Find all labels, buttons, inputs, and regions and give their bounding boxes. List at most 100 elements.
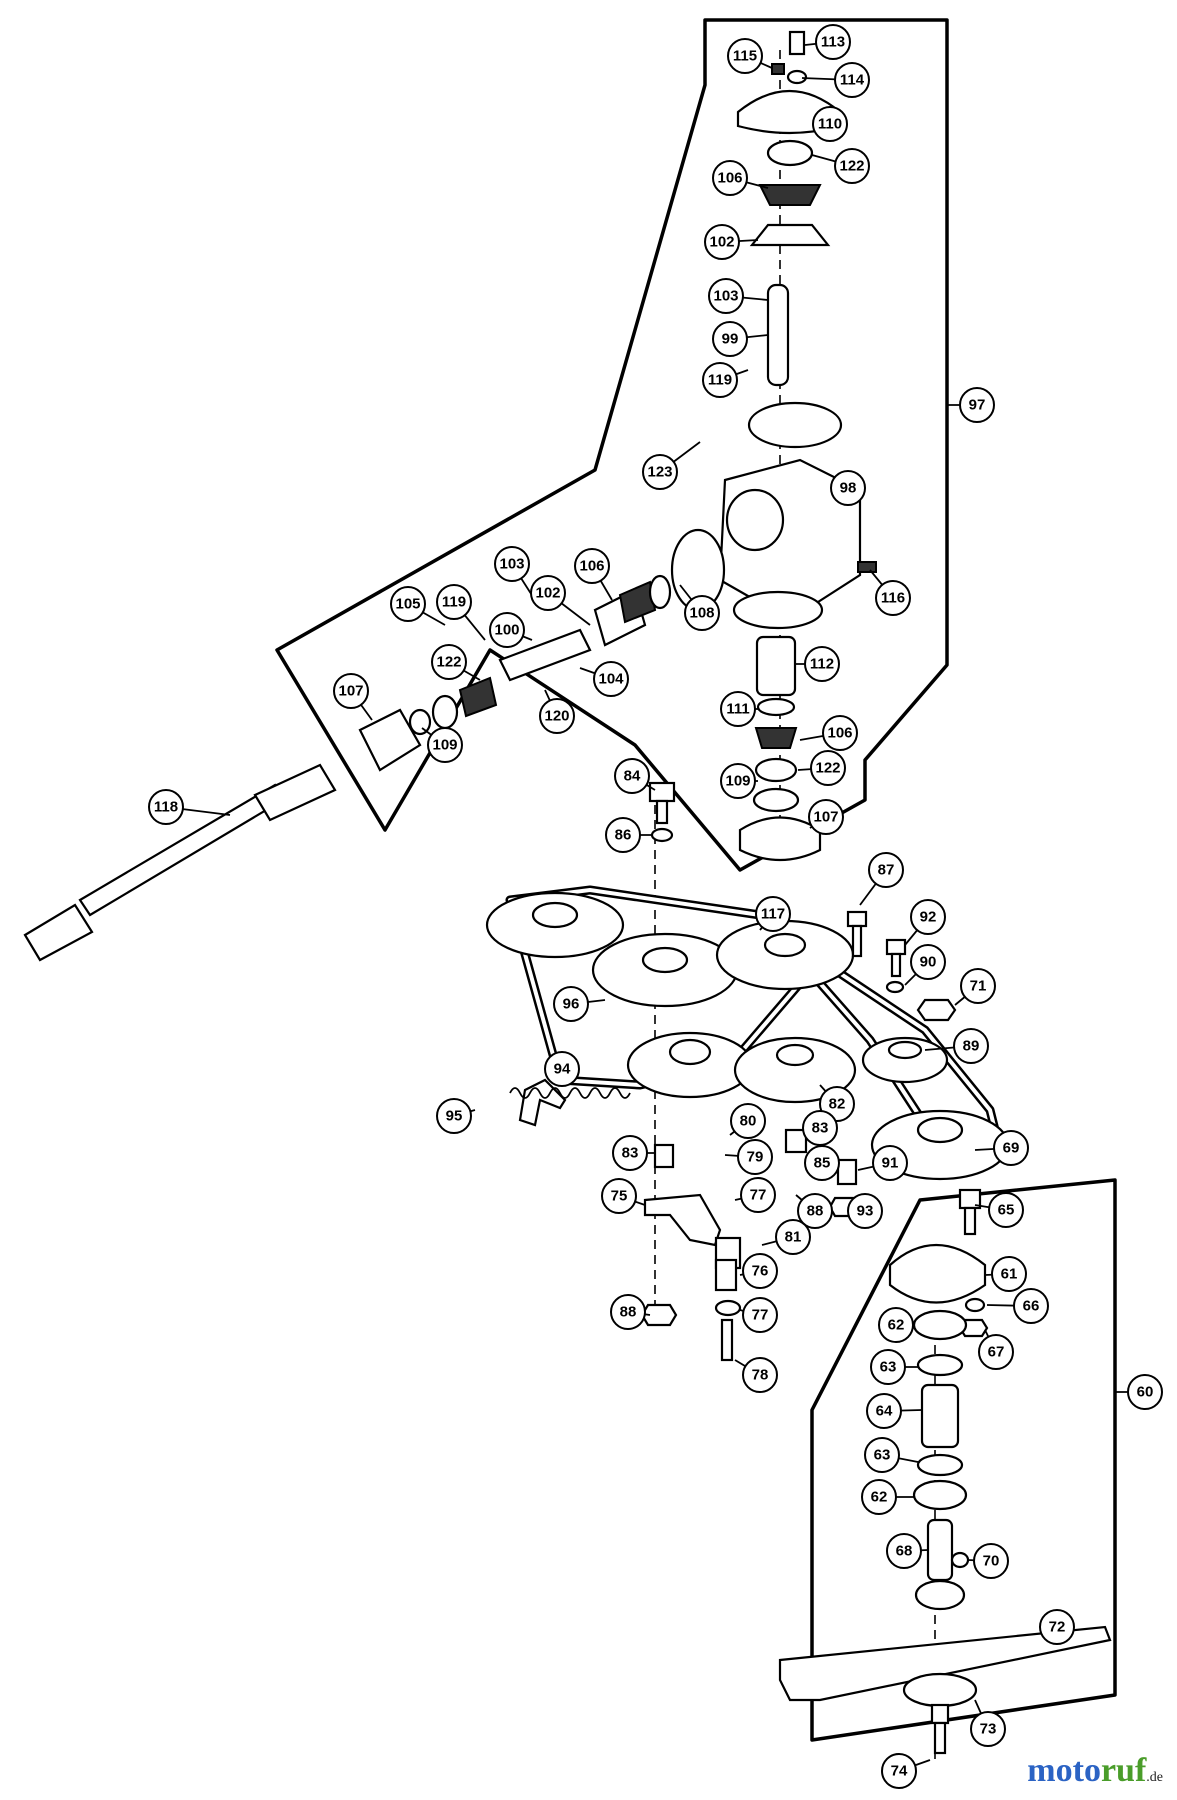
blade-washer-73-part [902,1672,978,1708]
callout-number: 78 [752,1367,769,1384]
callout-circle [431,644,467,680]
callout-label: 77 [740,1177,776,1213]
callout-circle [574,548,610,584]
callout-label: 107 [333,673,369,709]
callout-label: 111 [720,691,756,727]
spindle-group-outline [810,1178,1117,1742]
vertical-shaft-part [766,283,790,387]
spacer-83-part [653,1143,675,1169]
callout-label: 100 [489,612,525,648]
drive-shaft-part [23,763,337,962]
bearing-cone-part [758,184,822,206]
blade-bolt-74-shank [933,1721,947,1755]
callout-circle [886,1533,922,1569]
callout-label: 83 [802,1110,838,1146]
callout-number: 122 [839,158,864,175]
callout-circle [868,852,904,888]
leader-lines [165,41,1145,1772]
callout-circle [704,224,740,260]
callout-circle [610,1294,646,1330]
callout-label: 78 [742,1357,778,1393]
bevel-gear-part [749,223,831,247]
callout-number: 96 [563,996,580,1013]
callout-number: 71 [970,978,987,995]
callout-label: 81 [775,1219,811,1255]
callout-circle [872,1145,908,1181]
callout-number: 123 [647,464,672,481]
callout-circle [712,321,748,357]
callout-number: 85 [814,1155,831,1172]
spacer-91-part [836,1158,858,1186]
callout-circle [727,38,763,74]
bearing-cup-part [766,139,814,167]
callout-label: 114 [834,62,870,98]
callout-label: 88 [797,1193,833,1229]
callout-label: 62 [861,1479,897,1515]
bolt-shank-part [655,799,669,825]
callout-label: 94 [544,1051,580,1087]
callout-number: 83 [812,1120,829,1137]
idler-arm-75-part [643,1193,722,1247]
callout-label: 118 [148,789,184,825]
callout-number: 110 [818,116,842,133]
callout-number: 63 [874,1447,891,1464]
callout-circle [978,1334,1014,1370]
lock-washer-part [650,827,674,843]
callout-label: 76 [742,1253,778,1289]
callout-circle [808,799,844,835]
callout-circle [742,1297,778,1333]
callout-number: 104 [598,671,624,688]
callout-label: 112 [804,646,840,682]
callout-label: 83 [612,1135,648,1171]
callout-circle [148,789,184,825]
bearing-62b-part [912,1479,968,1511]
callout-label: 64 [866,1393,902,1429]
callout-label: 73 [970,1711,1006,1747]
input-shaft-part [498,628,592,682]
callout-number: 117 [761,906,785,923]
gearbox-group-outline [275,18,949,872]
outer-seal-part [408,708,432,736]
callout-circle [742,1357,778,1393]
idler-pulley-hub [887,1040,923,1060]
callout-circle [864,1437,900,1473]
blade-72-part [778,1625,1112,1702]
callout-circle [959,387,995,423]
callout-number: 106 [717,170,742,187]
callout-circle [720,691,756,727]
lower-cap-part [738,816,822,862]
callout-label: 120 [539,698,575,734]
input-cup-part [648,574,672,610]
idler-pulley [861,1036,949,1084]
callout-circle [797,1193,833,1229]
spacer-64-part [920,1383,960,1449]
callout-number: 115 [733,48,757,65]
callout-label: 87 [868,852,904,888]
callout-number: 118 [154,799,178,816]
callout-label: 113 [815,24,851,60]
lower-cone-part [754,727,798,749]
callout-number: 75 [611,1188,628,1205]
callout-number: 91 [882,1155,899,1172]
blade-bolt-74-head [930,1703,950,1725]
callout-label: 62 [878,1307,914,1343]
callout-circle [605,817,641,853]
washer-77-part [714,1299,742,1317]
callout-number: 100 [494,622,519,639]
callout-label: 122 [834,148,870,184]
callout-label: 61 [991,1256,1027,1292]
callout-circle [822,715,858,751]
callout-number: 70 [983,1553,1000,1570]
spindle-parts [888,1188,989,1611]
callout-circle [910,944,946,980]
callout-circle [973,1543,1009,1579]
key-70-part [950,1551,970,1569]
callout-label: 106 [712,160,748,196]
callout-number: 103 [713,288,738,305]
sleeve-76-part [714,1258,738,1292]
callout-number: 68 [896,1543,913,1560]
callout-circle [333,673,369,709]
callout-number: 98 [840,480,857,497]
pulley-left-top-hub [531,901,579,929]
spindle-base-part [914,1579,966,1611]
